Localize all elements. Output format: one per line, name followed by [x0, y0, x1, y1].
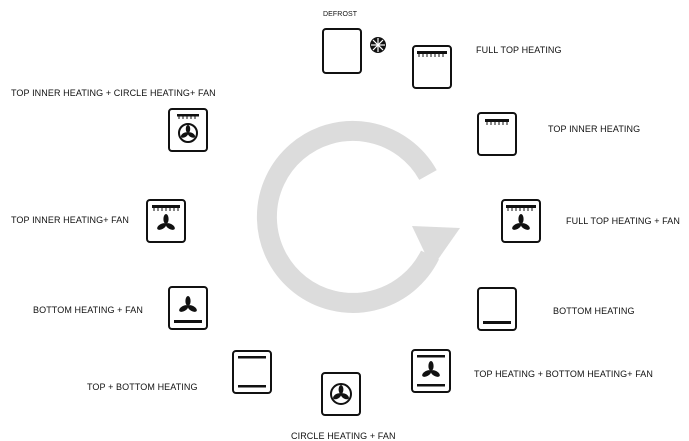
mode-label-defrost: DEFROST: [323, 11, 358, 18]
mode-label-full-top-heating: FULL TOP HEATING: [476, 45, 562, 55]
bottom-heating-fan-icon: [168, 286, 208, 330]
mode-label-top-bottom-heating: TOP + BOTTOM HEATING: [87, 382, 198, 392]
mode-label-circle-heating-fan: CIRCLE HEATING + FAN: [291, 431, 396, 441]
top-bottom-heating-icon: [232, 350, 272, 394]
defrost-icon: [322, 28, 386, 74]
circle-heating-fan-icon: [321, 372, 361, 416]
mode-label-bottom-heating-fan: BOTTOM HEATING + FAN: [33, 305, 143, 315]
mode-label-top-bottom-heating-fan: TOP HEATING + BOTTOM HEATING+ FAN: [474, 369, 653, 379]
mode-label-top-inner-circle-heating-fan: TOP INNER HEATING + CIRCLE HEATING+ FAN: [11, 88, 216, 98]
mode-label-top-inner-heating-fan: TOP INNER HEATING+ FAN: [11, 215, 129, 225]
mode-label-top-inner-heating: TOP INNER HEATING: [548, 124, 641, 134]
top-inner-heating-icon: [477, 112, 517, 156]
full-top-heating-icon: [412, 45, 452, 89]
full-top-heating-fan-icon: [501, 199, 541, 243]
mode-label-full-top-heating-fan: FULL TOP HEATING + FAN: [566, 216, 680, 226]
top-bottom-heating-fan-icon: [411, 349, 451, 393]
mode-label-bottom-heating: BOTTOM HEATING: [553, 306, 635, 316]
top-inner-circle-heating-fan-icon: [168, 108, 208, 152]
bottom-heating-icon: [477, 287, 517, 331]
top-inner-heating-fan-icon: [146, 199, 186, 243]
